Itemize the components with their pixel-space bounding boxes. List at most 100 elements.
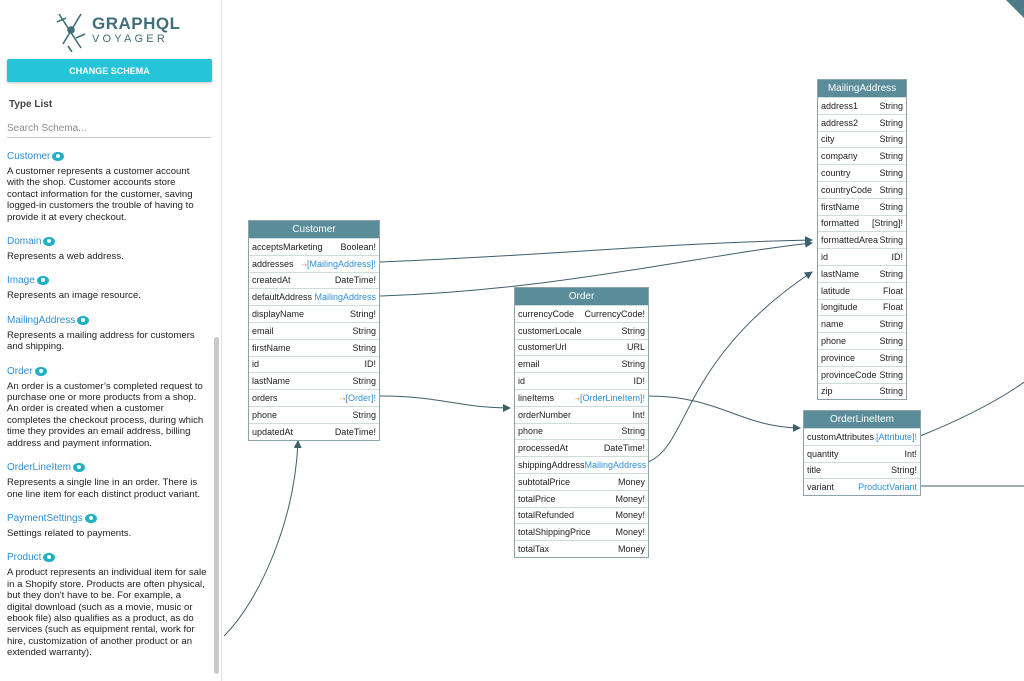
- field-type-label: Int!: [904, 448, 917, 459]
- type-name-label[interactable]: MailingAddress: [7, 314, 76, 326]
- sidebar: GRAPHQL VOYAGER CHANGE SCHEMA Type List …: [0, 0, 222, 681]
- eye-icon[interactable]: [43, 237, 56, 247]
- field-type-label: String: [879, 336, 903, 347]
- type-name-label[interactable]: Domain: [7, 236, 42, 248]
- field-type-link[interactable]: MailingAddress: [314, 292, 376, 302]
- corner-toggle[interactable]: [1006, 0, 1024, 18]
- field-name: email: [518, 359, 540, 370]
- field-name: orderNumber: [518, 409, 572, 420]
- type-name-link[interactable]: MailingAddress: [7, 314, 207, 327]
- field-name: id: [821, 252, 829, 263]
- field-type: Money!: [615, 527, 645, 537]
- field-name: zip: [821, 386, 833, 397]
- field-type-label: Money!: [615, 527, 645, 538]
- search-schema-input[interactable]: [7, 119, 211, 138]
- field-type: Float: [883, 286, 903, 296]
- field-type-label: DateTime!: [334, 275, 376, 286]
- type-description: Represents an image resource.: [7, 290, 141, 302]
- type-name-link[interactable]: Image: [7, 274, 207, 287]
- type-name-link[interactable]: Product: [7, 551, 207, 564]
- eye-icon[interactable]: [34, 366, 47, 376]
- field-type-link[interactable]: ⇢[OrderLineItem]!: [574, 393, 645, 403]
- node-field-row[interactable]: addresses⇢[MailingAddress]!: [249, 254, 379, 272]
- field-type-label[interactable]: MailingAddress: [584, 460, 647, 471]
- node-title[interactable]: OrderLineItem: [804, 411, 920, 428]
- eye-icon[interactable]: [77, 315, 90, 325]
- type-name-link[interactable]: PaymentSettings: [7, 512, 207, 525]
- field-type-link[interactable]: ProductVariant: [858, 482, 917, 492]
- field-type-label[interactable]: ProductVariant: [858, 482, 917, 493]
- type-description: An order is a customer’s completed reque…: [7, 380, 204, 449]
- node-customer[interactable]: Customer acceptsMarketing Boolean! addresse…: [248, 220, 380, 441]
- node-title[interactable]: Customer: [249, 221, 379, 238]
- field-type: String: [879, 202, 903, 212]
- field-type-label[interactable]: [Order]!: [345, 393, 376, 404]
- field-name: acceptsMarketing: [252, 241, 323, 252]
- type-name-link[interactable]: Domain: [7, 235, 207, 248]
- type-name-label[interactable]: Image: [7, 275, 35, 287]
- type-name-label[interactable]: OrderLineItem: [7, 462, 71, 474]
- field-name: country: [821, 168, 851, 179]
- node-title[interactable]: Order: [515, 288, 648, 305]
- field-type-link[interactable]: ⇢[Order]!: [340, 393, 376, 403]
- field-type-label[interactable]: [OrderLineItem]!: [579, 392, 645, 403]
- field-type-label[interactable]: [MailingAddress]!: [306, 258, 376, 269]
- eye-icon[interactable]: [84, 513, 97, 523]
- node-title[interactable]: MailingAddress: [818, 80, 906, 97]
- field-type: Money!: [615, 510, 645, 520]
- field-type: String: [621, 326, 645, 336]
- field-name: province: [821, 352, 856, 363]
- field-type-link[interactable]: MailingAddress: [585, 460, 647, 470]
- field-type-label: String!: [890, 465, 917, 476]
- eye-icon[interactable]: [43, 553, 56, 563]
- type-name-link[interactable]: OrderLineItem: [7, 461, 207, 474]
- type-list-item: Order An order is a customer’s completed …: [7, 365, 207, 449]
- type-name-label[interactable]: Customer: [7, 151, 51, 162]
- node-field-row[interactable]: customAttributes[Attribute]!: [804, 428, 920, 445]
- type-name-label[interactable]: Product: [7, 552, 42, 564]
- field-type: Money: [618, 544, 645, 554]
- field-type-label: String: [879, 184, 903, 195]
- type-name-link[interactable]: Customer: [7, 150, 207, 163]
- field-type-link[interactable]: [Attribute]!: [876, 432, 917, 442]
- field-type-link[interactable]: ⇢[MailingAddress]!: [301, 259, 376, 269]
- field-type: Boolean!: [340, 242, 376, 252]
- type-name-label[interactable]: PaymentSettings: [7, 512, 83, 524]
- field-type: String: [879, 118, 903, 128]
- field-name: city: [821, 134, 835, 145]
- field-type-label[interactable]: [Attribute]!: [875, 431, 917, 442]
- field-type-label: DateTime!: [603, 443, 645, 454]
- node-field-row: orderNumber Int!: [515, 405, 648, 423]
- schema-graph[interactable]: [223, 0, 1024, 681]
- field-type-label: Boolean!: [340, 241, 376, 252]
- field-type-label[interactable]: MailingAddress: [314, 292, 376, 303]
- field-type: Int!: [632, 410, 645, 420]
- type-name-link[interactable]: Order: [7, 365, 207, 378]
- relay-connection-icon: ⇢: [339, 396, 346, 404]
- eye-icon[interactable]: [52, 152, 65, 161]
- field-name: countryCode: [821, 184, 873, 195]
- eye-icon[interactable]: [72, 463, 85, 473]
- scrollbar-thumb[interactable]: [214, 337, 219, 674]
- field-type-label: ID!: [364, 359, 376, 370]
- logo-title: GRAPHQL: [92, 14, 181, 33]
- node-field-row[interactable]: lineItems⇢[OrderLineItem]!: [515, 388, 648, 406]
- node-field-row[interactable]: orders⇢[Order]!: [249, 389, 379, 406]
- change-schema-button[interactable]: CHANGE SCHEMA: [7, 59, 212, 82]
- type-name-label[interactable]: Order: [7, 365, 33, 377]
- field-type-label: String: [879, 268, 903, 279]
- eye-icon[interactable]: [36, 276, 49, 286]
